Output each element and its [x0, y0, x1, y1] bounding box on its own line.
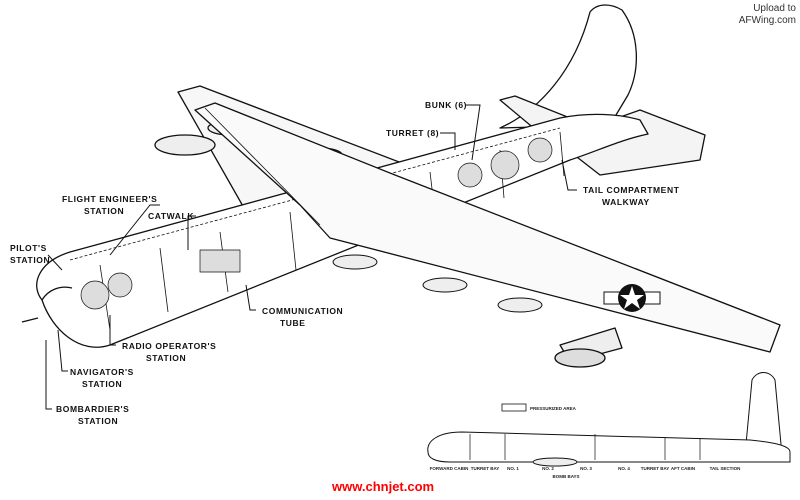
inset-section-6: NO. 4	[618, 466, 630, 471]
upload-text-line2: AFWing.com	[739, 15, 796, 26]
insignia-star-icon	[603, 284, 661, 312]
inset-section-2: NO. 1	[507, 466, 519, 471]
inset-section-8: AFT CABIN	[671, 466, 695, 471]
label-bombardier-line2: STATION	[78, 416, 118, 426]
legend-swatch	[501, 403, 527, 412]
label-tail-compartment-line2: WALKWAY	[602, 197, 650, 207]
label-navigator-line2: STATION	[82, 379, 122, 389]
inset-section-9: TAIL SECTION	[710, 466, 741, 471]
label-pilot-line1: PILOT'S	[10, 243, 47, 253]
inset-section-0: FORWARD CABIN	[430, 466, 469, 471]
label-catwalk: CATWALK	[148, 211, 194, 221]
label-tail-compartment-line1: TAIL COMPARTMENT	[583, 185, 680, 195]
label-bunk: BUNK (6)	[425, 100, 467, 110]
label-flight-engineer-line2: STATION	[84, 206, 124, 216]
label-bombardier-line1: BOMBARDIER'S	[56, 404, 129, 414]
inset-section-5: BOMB BAYS	[552, 474, 579, 479]
inset-profile-diagram: PRESSURIZED AREA FORWARD CABIN TURRET BA…	[427, 372, 791, 479]
inset-section-7: TURRET BAY	[641, 466, 670, 471]
leader-lines	[45, 104, 577, 410]
label-radio-operator-line1: RADIO OPERATOR'S	[122, 341, 216, 351]
label-communication-line2: TUBE	[280, 318, 306, 328]
label-communication-line1: COMMUNICATION	[262, 306, 343, 316]
label-turret: TURRET (8)	[386, 128, 439, 138]
inset-section-3: NO. 2	[542, 466, 554, 471]
label-pilot-line2: STATION	[10, 255, 50, 265]
label-flight-engineer-line1: FLIGHT ENGINEER'S	[62, 194, 157, 204]
legend-pressurized-area: PRESSURIZED AREA	[530, 406, 577, 411]
watermark-text: www.chnjet.com	[331, 479, 434, 494]
inset-section-4: NO. 3	[580, 466, 592, 471]
upload-text-line1: Upload to	[753, 3, 796, 14]
label-navigator-line1: NAVIGATOR'S	[70, 367, 134, 377]
label-radio-operator-line2: STATION	[146, 353, 186, 363]
inset-section-1: TURRET BAY	[471, 466, 500, 471]
